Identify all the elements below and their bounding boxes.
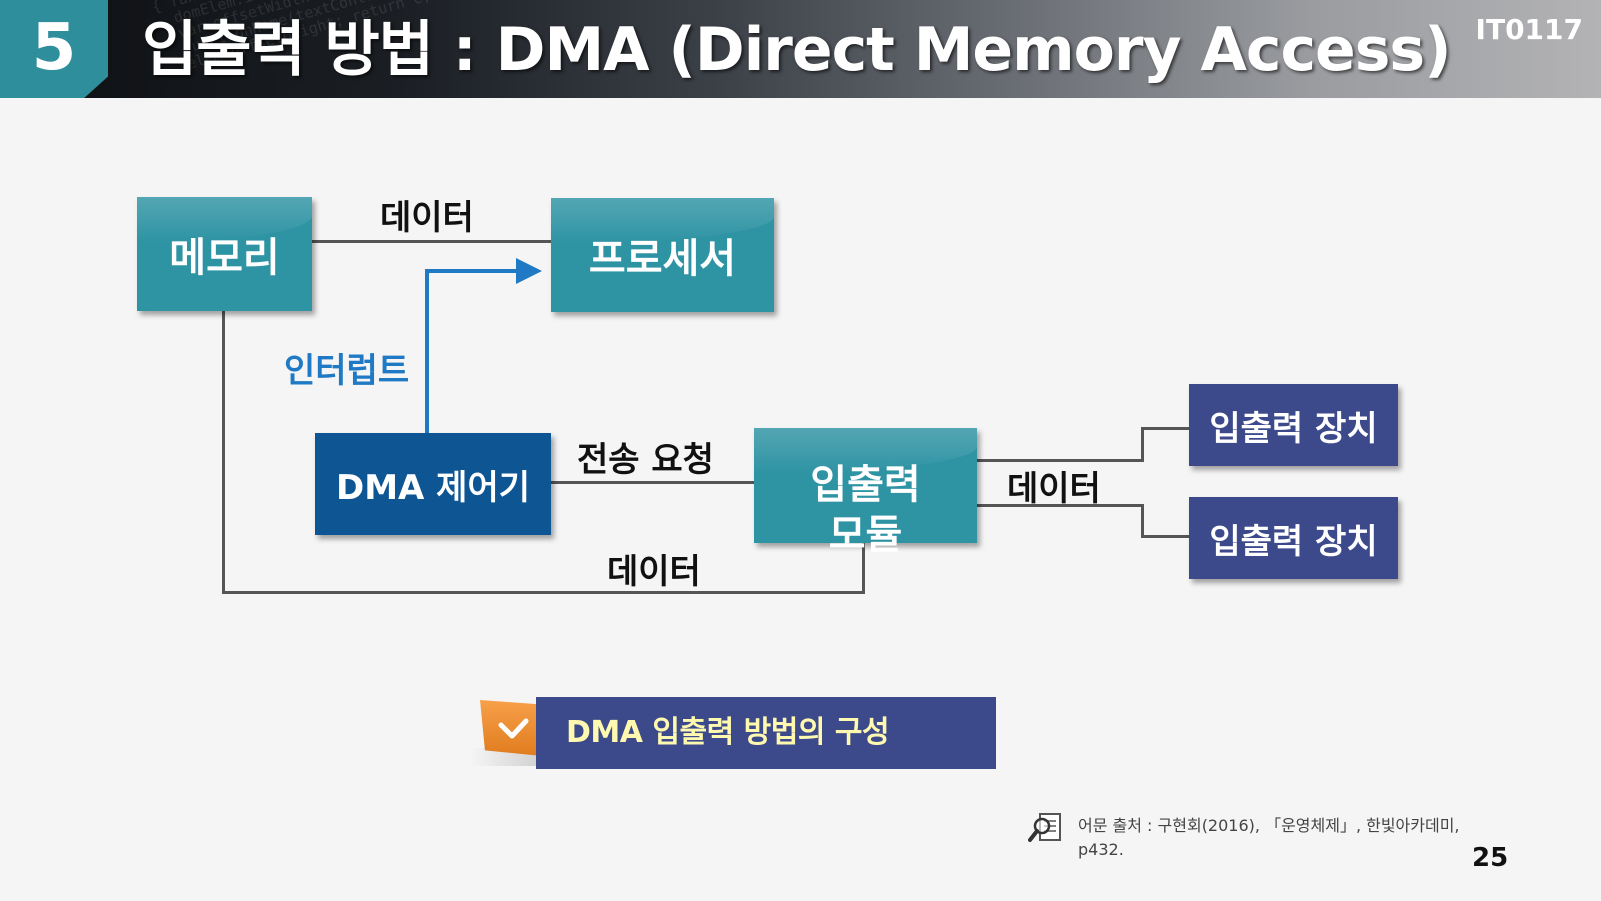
dma-controller-box: DMA 제어기 xyxy=(315,433,551,535)
iomodule-device2-line-c xyxy=(1141,535,1189,538)
search-document-icon xyxy=(1028,813,1061,842)
source-citation: 어문 출처 : 구현회(2016), 「운영체제」, 한빛아카데미, p432. xyxy=(1078,816,1460,859)
section-number: 5 xyxy=(31,11,77,85)
memory-box: 메모리 xyxy=(137,197,312,311)
slide-header: { function(e){ var s= e.style domElem.in… xyxy=(0,0,1601,98)
caption-text: DMA 입출력 방법의 구성 xyxy=(566,715,890,750)
section-number-badge xyxy=(0,0,108,98)
io-module-box: 입출력 모듈 xyxy=(754,428,977,558)
io-device-2-label: 입출력 장치 xyxy=(1209,521,1378,562)
memory-label: 메모리 xyxy=(169,235,280,281)
processor-box: 프로세서 xyxy=(551,198,774,312)
io-device-2-box: 입출력 장치 xyxy=(1189,497,1398,579)
iomodule-device1-line-c xyxy=(1141,427,1189,430)
iomodule-device1-line-a xyxy=(977,459,1144,462)
memory-down-line xyxy=(222,311,225,594)
memory-processor-line xyxy=(312,240,552,243)
iomodule-device2-line-b xyxy=(1141,504,1144,538)
io-device-1-box: 입출력 장치 xyxy=(1189,384,1398,466)
slide-title: 입출력 방법 : DMA (Direct Memory Access) xyxy=(142,15,1452,85)
bottom-data-line xyxy=(222,591,865,594)
io-module-label: 입출력 모듈 xyxy=(810,462,921,558)
course-code: IT0117 xyxy=(1475,13,1583,46)
dma-controller-label: DMA 제어기 xyxy=(335,467,531,508)
data-label-top: 데이터 xyxy=(380,198,474,238)
io-device-1-label: 입출력 장치 xyxy=(1209,408,1378,449)
data-label-bottom: 데이터 xyxy=(607,552,701,592)
dma-iomodule-line xyxy=(551,481,754,484)
page-number: 25 xyxy=(1472,843,1509,873)
transfer-request-label: 전송 요청 xyxy=(577,440,714,480)
iomodule-device2-line-a xyxy=(977,504,1144,507)
caption-tab xyxy=(480,700,542,756)
iomodule-down-line xyxy=(862,543,865,594)
data-label-right: 데이터 xyxy=(1007,469,1101,509)
iomodule-device1-line-b xyxy=(1141,427,1144,462)
processor-label: 프로세서 xyxy=(588,236,737,282)
interrupt-label: 인터럽트 xyxy=(284,351,410,391)
checkmark-icon xyxy=(498,718,529,739)
caption-bar xyxy=(536,697,996,769)
